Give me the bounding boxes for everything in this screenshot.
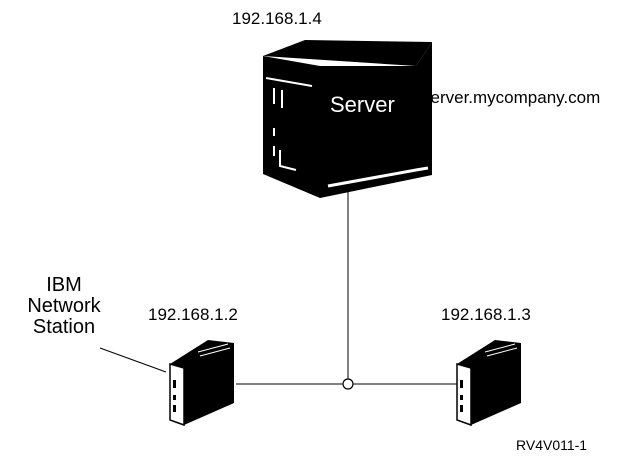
network-station-right-icon xyxy=(456,340,521,427)
network-links xyxy=(236,191,460,385)
station-left-ip-label: 192.168.1.2 xyxy=(148,305,238,324)
figure-id-label: RV4V011-1 xyxy=(516,437,588,453)
server-label: Server xyxy=(330,92,395,117)
server-ip-label: 192.168.1.4 xyxy=(232,9,322,28)
callout-leader xyxy=(99,347,167,373)
server-hostname-label: server.mycompany.com xyxy=(422,88,601,107)
network-junction xyxy=(342,378,354,390)
callout-line: Station xyxy=(32,316,96,338)
station-right-ip-label: 192.168.1.3 xyxy=(441,305,531,324)
callout-line: Network xyxy=(27,295,101,317)
ibm-network-station-label: IBM Network Station xyxy=(14,275,114,338)
callout-line: IBM xyxy=(46,274,82,296)
server-icon: Server xyxy=(263,40,432,198)
network-station-left-icon xyxy=(169,340,234,427)
